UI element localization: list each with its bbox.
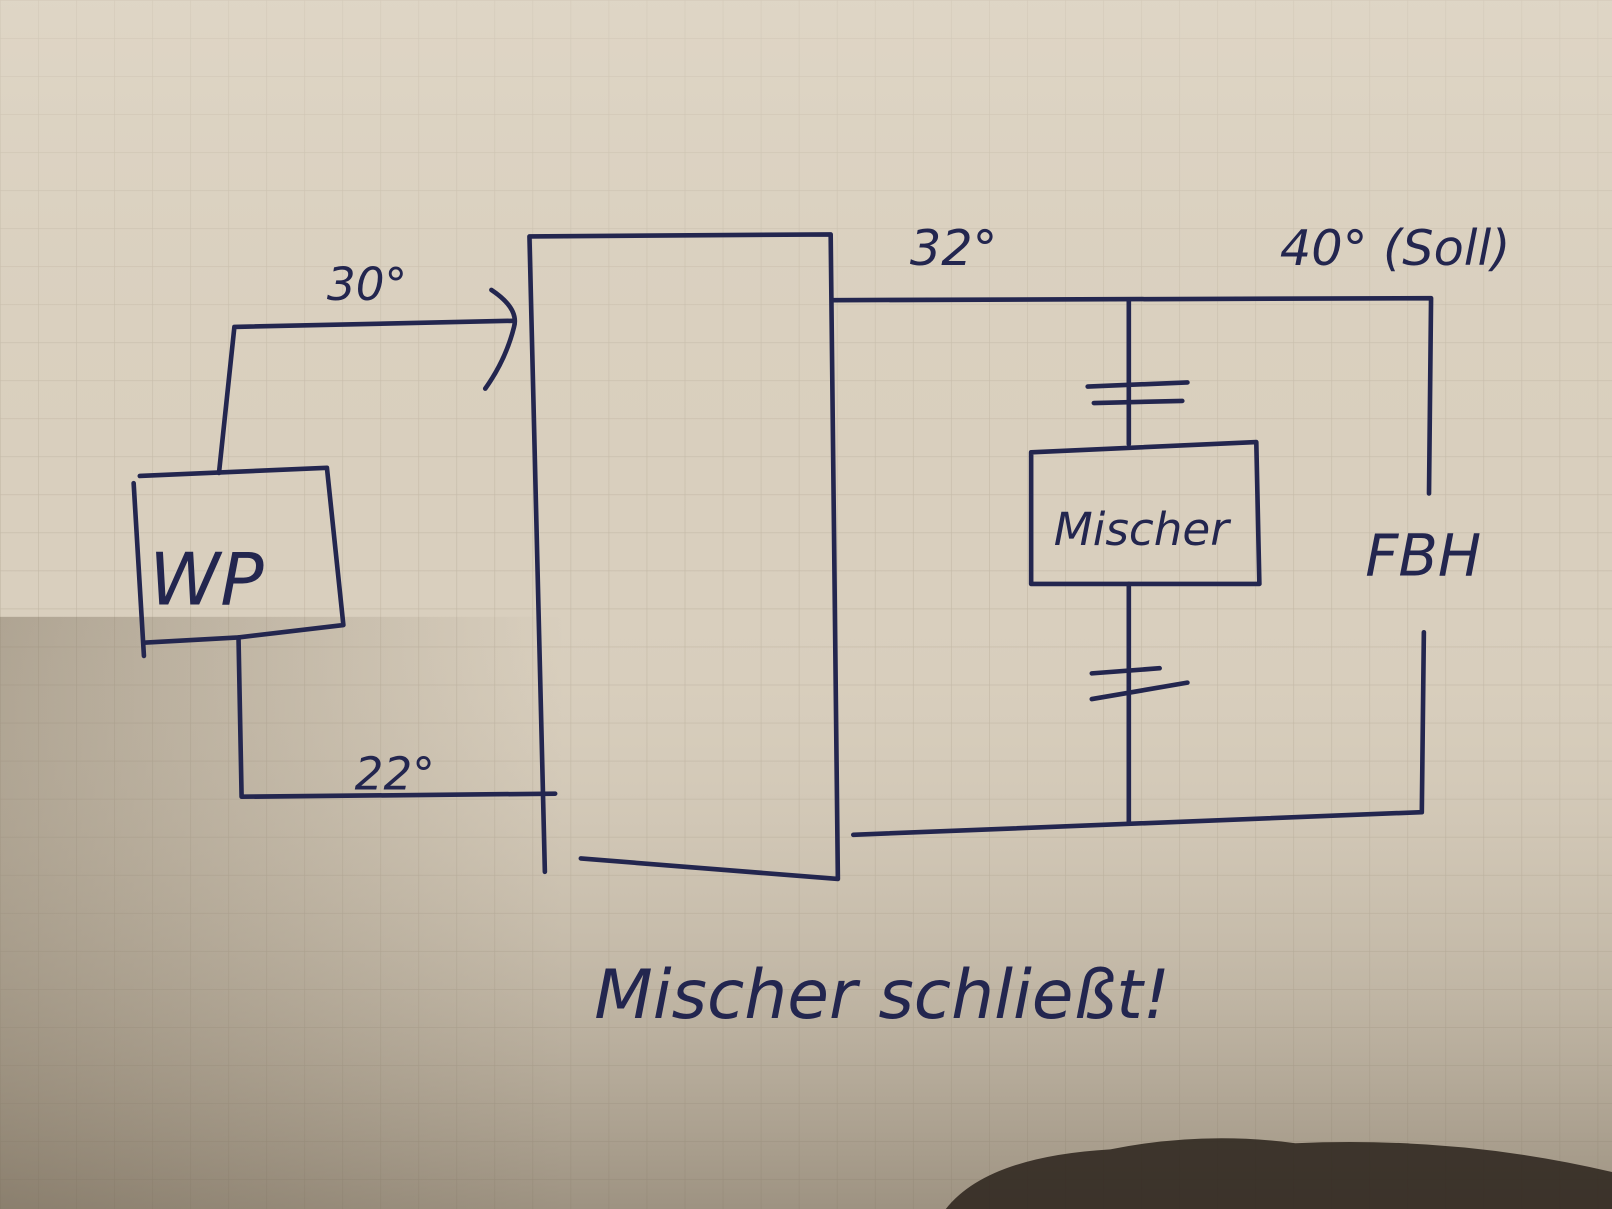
mixer-box [1028, 439, 1262, 587]
buffer-tank [527, 232, 841, 882]
valve-symbol-bottom [1089, 665, 1190, 702]
floor-heating-label: FBH [1365, 523, 1481, 590]
return-temp-label: 22° [355, 748, 435, 801]
flow-pipe [830, 295, 1434, 496]
supply-temp-label: 30° [327, 258, 407, 311]
mixer-label: Mischer [1054, 503, 1231, 556]
return-pipe [236, 635, 558, 800]
buffer-out-temp-label: 32° [910, 219, 997, 277]
target-temp-label: 40° (Soll) [1280, 219, 1511, 277]
valve-symbol-top [1085, 380, 1190, 406]
caption: Mischer schließt! [594, 956, 1170, 1035]
return-loop-pipe [850, 629, 1427, 838]
heat-pump-label: WP [149, 537, 264, 621]
supply-pipe [216, 318, 517, 476]
inlet-arrow [482, 287, 518, 391]
hand-shadow [945, 1138, 1612, 1209]
heat-pump-box [131, 465, 346, 659]
